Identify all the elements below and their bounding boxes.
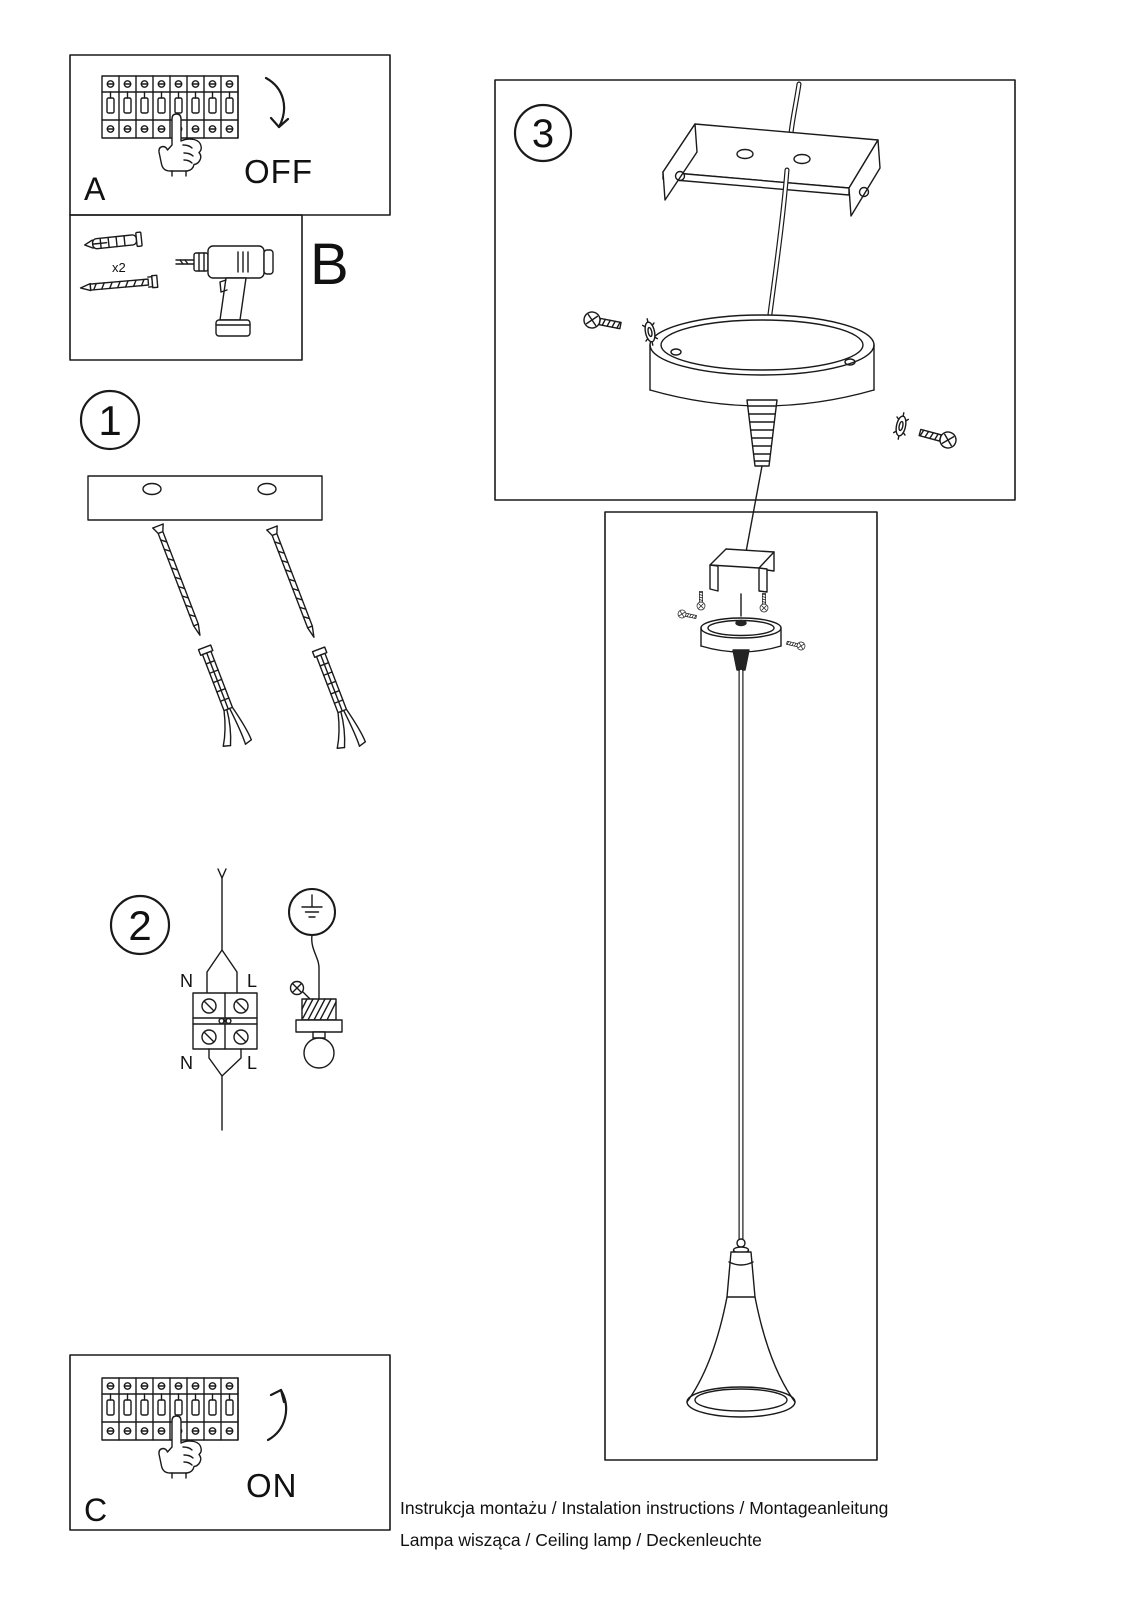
screw-right-icon: [917, 424, 959, 451]
off-label: OFF: [244, 153, 313, 190]
step-2-badge: [109, 894, 171, 956]
panel-a-label: A: [84, 171, 106, 207]
wire-l-top-label: L: [247, 971, 257, 991]
footer-line-2: Lampa wisząca / Ceiling lamp / Deckenleu…: [400, 1530, 762, 1550]
earth-clamp-figure: [289, 934, 343, 1069]
turn-off-arrow-icon: [264, 76, 290, 129]
step-1-number: 1: [98, 397, 121, 444]
step-1-badge: [79, 389, 141, 451]
step-2-number: 2: [128, 902, 151, 949]
cord-grip-figure: [746, 399, 778, 467]
bracket-screw-left-icon: [696, 591, 706, 611]
step-3-badge: [513, 103, 573, 163]
canopy-screw-left-icon: [676, 608, 698, 622]
wall-plug-icon: [83, 231, 143, 253]
canopy-figure: [649, 314, 875, 407]
turn-on-arrow-icon: [266, 1388, 288, 1442]
breaker-panel-off-figure: [102, 76, 290, 177]
panel-c-label: C: [84, 1492, 107, 1528]
plug-quantity-label: x2: [112, 260, 126, 275]
anchor-assembly-left-figure: [140, 521, 253, 753]
lamp-socket-figure: [726, 1238, 756, 1298]
panel-b-label: B: [310, 232, 349, 297]
wiring-figure: [192, 868, 258, 1131]
panel-b-frame: [69, 214, 303, 361]
ceiling-bracket-figure: [662, 123, 881, 217]
pendant-bracket-figure: [709, 548, 775, 593]
ceiling-bracket-assembly-figure: [581, 81, 959, 617]
power-cable-figure: [788, 81, 802, 136]
wire-n-top-label: N: [180, 971, 193, 991]
step-3-number: 3: [532, 112, 554, 156]
terminal-block-figure: [192, 992, 258, 1050]
drill-icon: [175, 245, 274, 337]
pendant-figure: [676, 548, 807, 1418]
screw-icon: [79, 274, 159, 295]
footer-line-1: Instrukcja montażu / Instalation instruc…: [400, 1498, 888, 1518]
wire-l-bottom-label: L: [247, 1053, 257, 1073]
lamp-shade-figure: [686, 1296, 796, 1418]
anchor-assembly-right-figure: [254, 523, 367, 755]
pendant-frame: [604, 511, 878, 1461]
on-label: ON: [246, 1467, 298, 1504]
wire-n-bottom-label: N: [180, 1053, 193, 1073]
screw-left-icon: [581, 309, 623, 335]
bracket-screw-right-icon: [759, 593, 769, 613]
panel-c-frame: [69, 1354, 391, 1531]
pendant-canopy-figure: [700, 617, 782, 671]
mounting-strip-figure: [87, 475, 323, 521]
earth-symbol-icon: [288, 888, 336, 936]
canopy-screw-right-icon: [785, 638, 807, 652]
cable-leader-line: [740, 465, 763, 617]
washer-right-icon: [891, 410, 911, 442]
breaker-panel-on-figure: [102, 1378, 288, 1479]
